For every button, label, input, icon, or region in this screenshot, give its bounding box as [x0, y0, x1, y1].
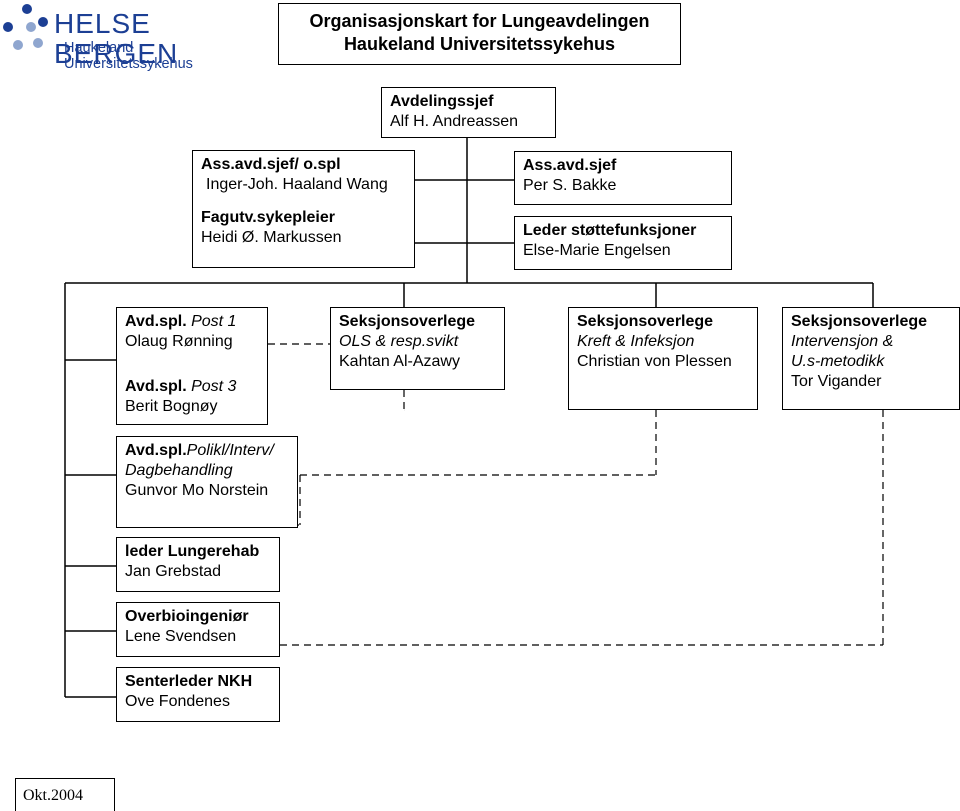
unit-box-lungerehab: leder Lungerehab Jan Grebstad	[116, 537, 280, 592]
polikl-box: Avd.spl.Polikl/Interv/ Dagbehandling Gun…	[116, 436, 298, 528]
section-3-name: Tor Vigander	[791, 373, 882, 390]
section-box-ols: Seksjonsoverlege OLS & resp.svikt Kahtan…	[330, 307, 505, 390]
posts-box: Avd.spl. Post 1 Olaug Rønning Avd.spl. P…	[116, 307, 268, 425]
section-3-unit2: U.s-metodikk	[791, 353, 885, 370]
right-staff-1-name: Per S. Bakke	[523, 177, 617, 194]
section-box-kreft: Seksjonsoverlege Kreft & Infeksjon Chris…	[568, 307, 758, 410]
head-name: Alf H. Andreassen	[390, 113, 519, 130]
section-3-unit: Intervensjon &	[791, 333, 894, 350]
chart-title: Organisasjonskart for Lungeavdelingen Ha…	[278, 3, 681, 65]
section-3-role: Seksjonsoverlege	[791, 313, 928, 330]
logo-name: HELSE BERGEN	[54, 8, 179, 69]
unit-box-nkh: Senterleder NKH Ove Fondenes	[116, 667, 280, 722]
unit-1-role: leder Lungerehab	[125, 543, 260, 560]
post3-title: Avd.spl. Post 3	[125, 378, 237, 395]
head-role: Avdelingssjef	[390, 93, 494, 110]
unit-2-name: Lene Svendsen	[125, 628, 237, 645]
polikl-unit2: Dagbehandling	[125, 462, 233, 479]
logo-dots-icon	[3, 4, 48, 50]
chart-title-line1: Organisasjonskart for Lungeavdelingen	[309, 11, 650, 31]
head-box: Avdelingssjef Alf H. Andreassen	[381, 87, 556, 138]
polikl-name: Gunvor Mo Norstein	[125, 482, 269, 499]
unit-1-name: Jan Grebstad	[125, 563, 222, 580]
unit-2-role: Overbioingeniør	[125, 608, 249, 625]
right-staff-2-role: Leder støttefunksjoner	[523, 222, 697, 239]
post1-name: Olaug Rønning	[125, 333, 233, 350]
section-1-unit: OLS & resp.svikt	[339, 333, 459, 350]
left-staff-1-name: Inger-Joh. Haaland Wang	[206, 176, 388, 193]
unit-3-name: Ove Fondenes	[125, 693, 230, 710]
helse-bergen-logo: HELSE BERGEN Haukeland Universitetssykeh…	[0, 0, 250, 72]
chart-title-line2: Haukeland Universitetssykehus	[343, 34, 616, 54]
post3-name: Berit Bognøy	[125, 398, 218, 415]
section-box-intervensjon: Seksjonsoverlege Intervensjon & U.s-meto…	[782, 307, 960, 410]
right-staff-2-name: Else-Marie Engelsen	[523, 242, 671, 259]
left-staff-1-role: Ass.avd.sjef/ o.spl	[201, 156, 341, 173]
section-2-name: Christian von Plessen	[577, 353, 732, 370]
section-2-role: Seksjonsoverlege	[577, 313, 714, 330]
right-staff-1-role: Ass.avd.sjef	[523, 157, 617, 174]
polikl-title: Avd.spl.Polikl/Interv/	[125, 442, 274, 459]
unit-3-role: Senterleder NKH	[125, 673, 253, 690]
left-staff-2-name: Heidi Ø. Markussen	[201, 229, 342, 246]
right-staff-box-2: Leder støttefunksjoner Else-Marie Engels…	[514, 216, 732, 270]
left-staff-2-role: Fagutv.sykepleier	[201, 209, 335, 226]
unit-box-bioingenior: Overbioingeniør Lene Svendsen	[116, 602, 280, 657]
section-1-name: Kahtan Al-Azawy	[339, 353, 460, 370]
post1-title: Avd.spl. Post 1	[125, 313, 237, 330]
date-reference: Okt.2004	[15, 778, 115, 811]
section-1-role: Seksjonsoverlege	[339, 313, 476, 330]
right-staff-box-1: Ass.avd.sjef Per S. Bakke	[514, 151, 732, 205]
section-2-unit: Kreft & Infeksjon	[577, 333, 695, 350]
logo-subtitle: Haukeland Universitetssykehus	[64, 40, 193, 72]
left-staff-box: Ass.avd.sjef/ o.spl Inger-Joh. Haaland W…	[192, 150, 415, 268]
